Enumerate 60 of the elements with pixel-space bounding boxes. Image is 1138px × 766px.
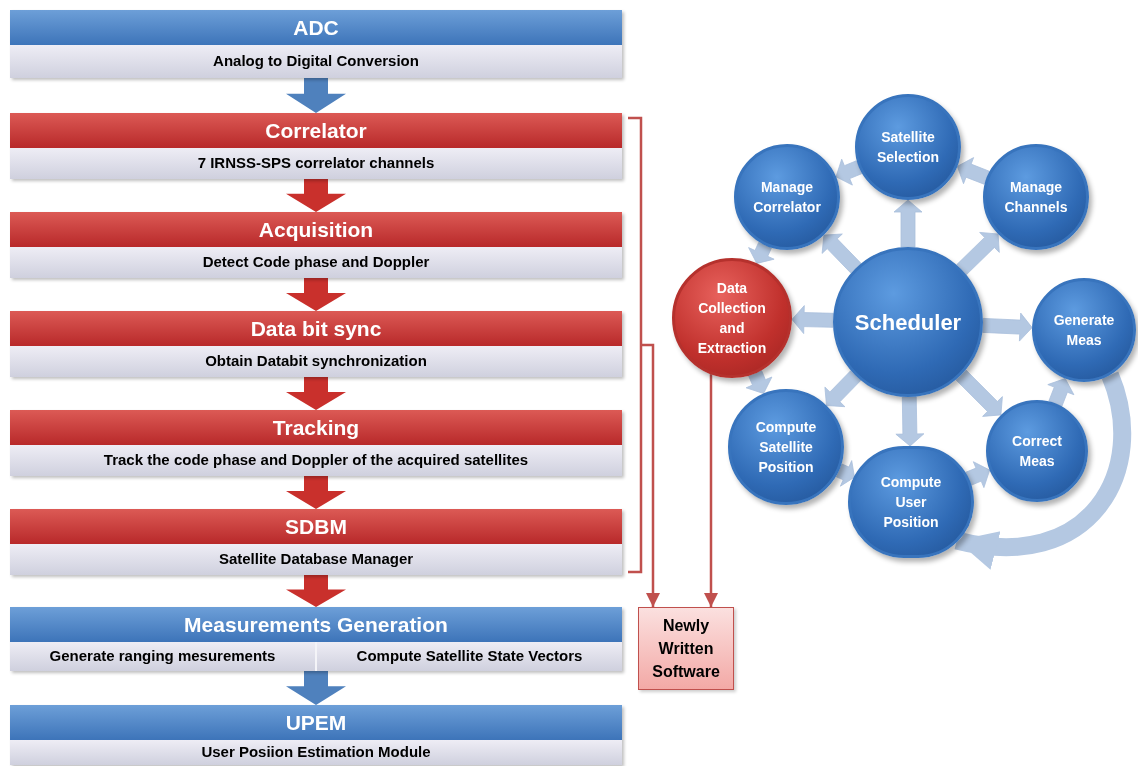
circle-label: Data Collection and Extraction xyxy=(696,279,768,358)
block-arrow xyxy=(286,671,346,705)
block-arrow xyxy=(1047,378,1075,407)
stage-title: Tracking xyxy=(10,410,622,445)
stage-box xyxy=(10,410,622,476)
circle-label: Compute Satellite Position xyxy=(754,418,818,477)
block-arrow xyxy=(893,199,923,248)
block-arrow xyxy=(286,377,346,410)
block-arrow xyxy=(982,312,1033,342)
block-arrow xyxy=(835,158,863,186)
circle-label: Manage Correlator xyxy=(752,178,822,217)
note-box xyxy=(638,607,734,690)
block-arrow xyxy=(748,242,775,264)
block-arrow xyxy=(895,396,925,447)
stage-box xyxy=(10,113,622,179)
circle-label: Compute User Position xyxy=(879,473,943,532)
block-arrow xyxy=(955,369,1003,417)
stage-box xyxy=(10,311,622,377)
stage-description: Detect Code phase and Doppler xyxy=(10,247,622,278)
stage-title: ADC xyxy=(10,10,622,45)
arrow xyxy=(641,343,660,607)
stage-description: Track the code phase and Doppler of the acquired satellites xyxy=(10,445,622,476)
block-arrow xyxy=(957,157,990,185)
stage-title: UPEM xyxy=(10,705,622,740)
stage-description: Satellite Database Manager xyxy=(10,544,622,575)
circle-label: Satellite Selection xyxy=(875,128,941,167)
block-arrow xyxy=(835,460,855,487)
circle-label: Manage Channels xyxy=(1003,178,1069,217)
stage-description: Compute Satellite State Vectors xyxy=(317,642,622,671)
stage-description: Generate ranging mesurements xyxy=(10,642,315,671)
stage-title: Data bit sync xyxy=(10,311,622,346)
block-arrow xyxy=(824,370,861,408)
block-arrow xyxy=(791,305,834,334)
circle-label: Correct Meas xyxy=(1011,432,1063,471)
note-label: Newly Written Software xyxy=(651,616,721,682)
stage-box xyxy=(10,10,622,78)
block-arrow xyxy=(286,278,346,311)
block-arrow xyxy=(286,476,346,509)
block-arrow xyxy=(286,78,346,113)
curved-arrow xyxy=(955,372,1131,568)
stage-box xyxy=(10,607,622,671)
stage-description: Obtain Databit synchronization xyxy=(10,346,622,377)
block-arrow xyxy=(965,461,991,488)
circle-label: Generate Meas xyxy=(1052,311,1116,350)
stage-description: User Posiion Estimation Module xyxy=(10,740,622,765)
stage-box xyxy=(10,212,622,278)
stage-box xyxy=(10,705,622,765)
stage-box xyxy=(10,509,622,575)
stage-title: SDBM xyxy=(10,509,622,544)
block-arrow xyxy=(286,575,346,607)
block-arrow xyxy=(821,233,862,274)
block-arrow xyxy=(745,370,773,394)
block-arrow xyxy=(956,232,1000,275)
stage-title: Measurements Generation xyxy=(10,607,622,642)
circle-label: Scheduler xyxy=(854,308,962,337)
stage-title: Acquisition xyxy=(10,212,622,247)
block-arrow xyxy=(286,179,346,212)
stage-title: Correlator xyxy=(10,113,622,148)
stage-description: Analog to Digital Conversion xyxy=(10,45,622,78)
stage-description: 7 IRNSS-SPS correlator channels xyxy=(10,148,622,179)
